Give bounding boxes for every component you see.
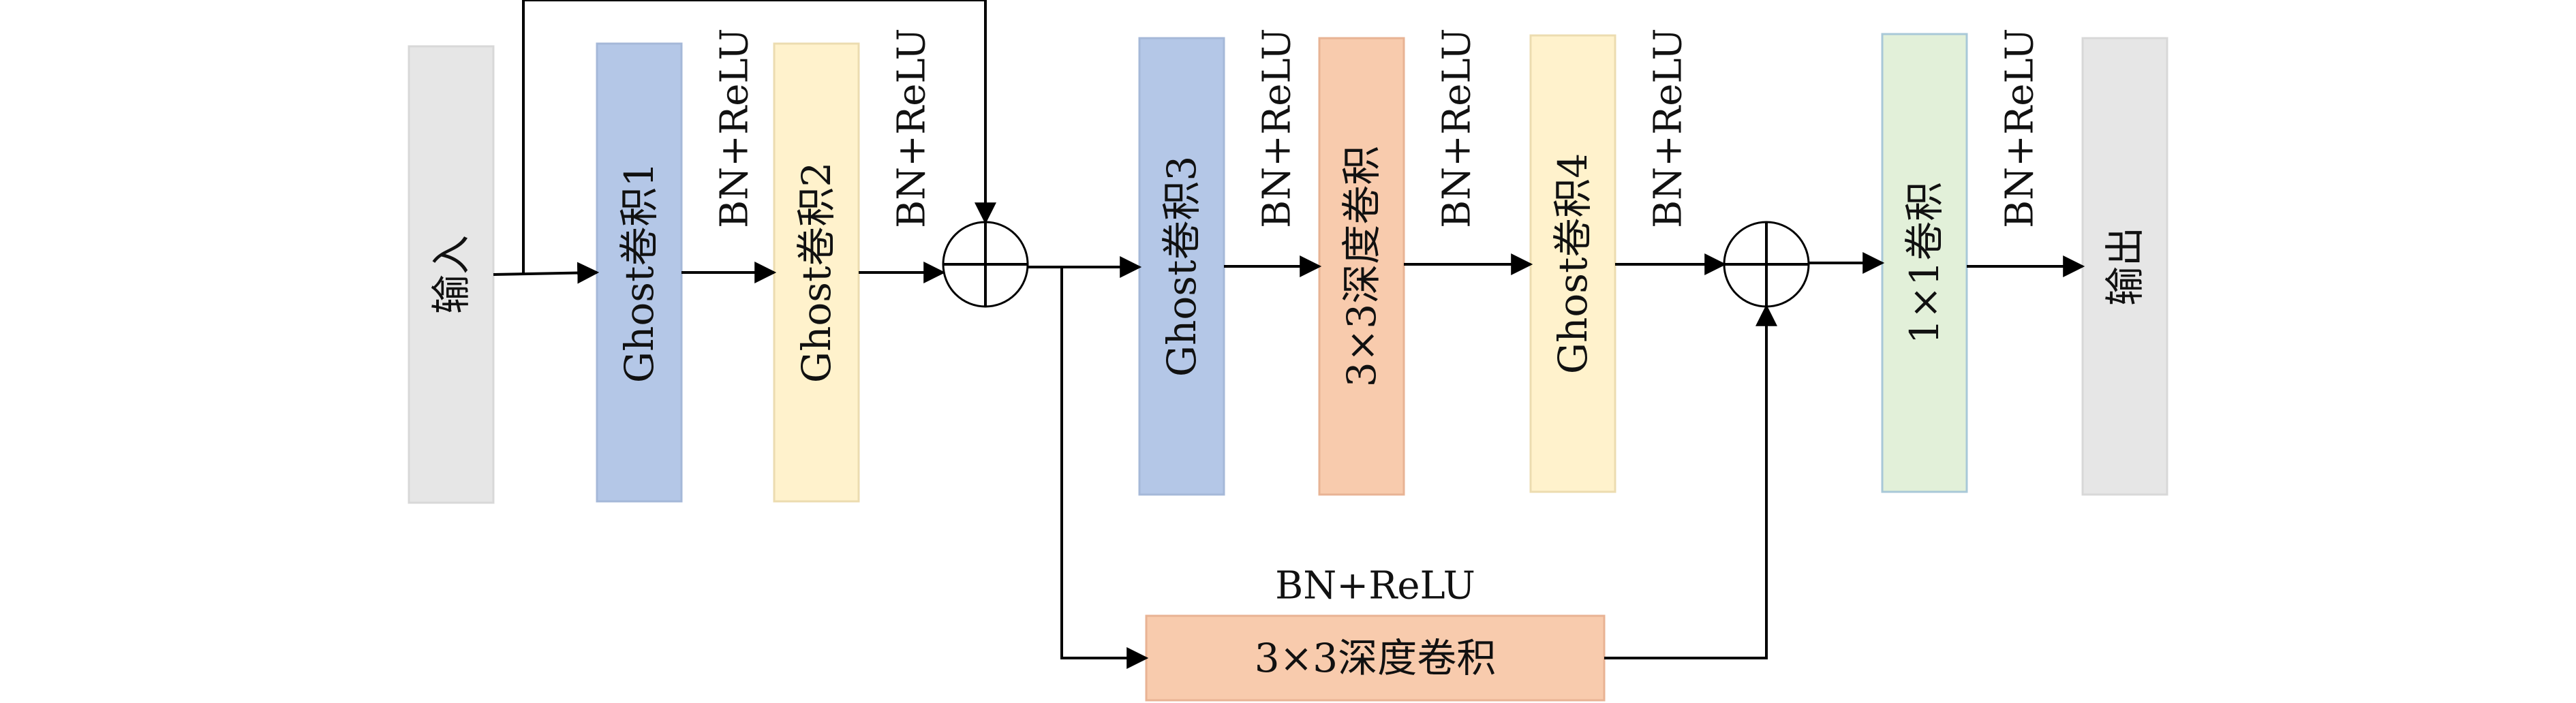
- arrow-input-to-ghost1: [493, 262, 600, 284]
- output-label: 输出: [2102, 227, 2148, 306]
- input-label: 输入: [428, 235, 474, 314]
- ghost-conv-1-label: Ghost卷积1: [616, 162, 662, 384]
- ghost-conv-4-block: Ghost卷积4: [1529, 34, 1616, 493]
- conv-1x1-block: 1×1卷积: [1881, 33, 1968, 493]
- bn-relu-label: BN+ReLU: [1998, 28, 2042, 228]
- add-operator-2: [1723, 221, 1810, 308]
- depthwise-conv-top-label: 3×3深度卷积: [1338, 146, 1385, 387]
- skip-connection-top: [522, 0, 996, 275]
- output-block: 输出: [2081, 37, 2168, 496]
- input-block: 输入: [408, 45, 495, 504]
- depthwise-conv-bottom-label: 3×3深度卷积: [1255, 635, 1496, 681]
- depthwise-conv-top-block: 3×3深度卷积: [1318, 37, 1405, 496]
- ghost-conv-3-block: Ghost卷积3: [1138, 37, 1225, 496]
- depthwise-conv-bottom-block: 3×3深度卷积: [1145, 614, 1606, 702]
- add-operator-1: [942, 221, 1029, 308]
- bn-relu-label: BN+ReLU: [713, 28, 757, 228]
- branch-connection-bottom: [1060, 267, 1149, 669]
- bn-relu-label: BN+ReLU: [1646, 28, 1691, 228]
- bn-relu-label: BN+ReLU: [1435, 28, 1479, 228]
- ghost-conv-4-label: Ghost卷积4: [1550, 153, 1596, 375]
- ghost-conv-3-label: Ghost卷积3: [1159, 156, 1205, 377]
- arrow-depthwise-bottom-to-add2: [1604, 304, 1777, 659]
- bn-relu-label: BN+ReLU: [1255, 28, 1300, 228]
- ghost-conv-2-label: Ghost卷积2: [793, 162, 840, 384]
- conv-1x1-label: 1×1卷积: [1901, 182, 1948, 344]
- bn-relu-label: BN+ReLU: [890, 28, 934, 228]
- bn-relu-label: BN+ReLU: [1275, 564, 1475, 608]
- ghost-conv-2-block: Ghost卷积2: [773, 42, 860, 503]
- ghost-conv-1-block: Ghost卷积1: [596, 42, 683, 503]
